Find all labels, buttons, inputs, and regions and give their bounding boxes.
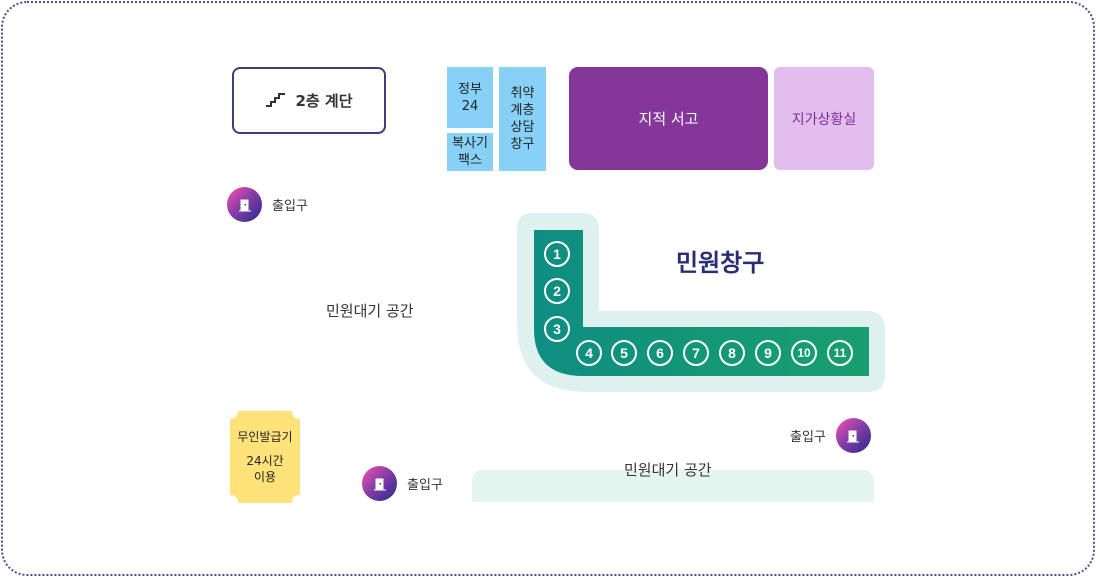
- counter-number: 4: [576, 340, 602, 366]
- counter-number: 9: [755, 340, 781, 366]
- copy-fax-area: 복사기 팩스: [447, 133, 493, 171]
- stairs-icon: [265, 91, 287, 111]
- door-icon: [835, 418, 871, 453]
- cadastral-archive: 지적 서고: [569, 67, 768, 170]
- kiosk-hours: 24시간: [246, 454, 284, 468]
- counter-number: 8: [719, 340, 745, 366]
- exit-right: 출입구: [790, 418, 871, 453]
- stairs-2f: 2층 계단: [232, 67, 386, 134]
- counter-number: 5: [611, 340, 637, 366]
- counter-number: 11: [827, 340, 853, 366]
- service-counter: [517, 213, 885, 392]
- waiting-area-main: 민원대기 공간: [326, 302, 414, 320]
- land-price-room: 지가상황실: [774, 67, 874, 170]
- kiosk-usage: 이용: [253, 470, 277, 484]
- waiting-area-bottom: [472, 470, 874, 502]
- stairs-label: 2층 계단: [295, 92, 353, 110]
- exit-label: 출입구: [407, 478, 443, 493]
- vulnerable-consult-desk: 취약 계층 상담 창구: [499, 67, 546, 171]
- counter-number: 6: [647, 340, 673, 366]
- kiosk-shape: [230, 411, 300, 503]
- exit-top-left: 출입구: [227, 187, 308, 222]
- counter-desk: [534, 230, 869, 376]
- exit-label: 출입구: [790, 430, 826, 445]
- kiosk: 무인발급기 24시간 이용: [230, 411, 300, 503]
- counter-number: 1: [544, 241, 570, 267]
- counter-number: 3: [544, 316, 570, 342]
- service-counter-title: 민원창구: [676, 249, 765, 277]
- counter-number: 7: [683, 340, 709, 366]
- counter-number: 2: [544, 278, 570, 304]
- gov24-desk: 정부 24: [447, 67, 493, 128]
- waiting-area-bottom-label: 민원대기 공간: [624, 461, 712, 479]
- door-icon: [227, 187, 262, 222]
- door-icon: [362, 466, 397, 501]
- exit-label: 출입구: [272, 199, 308, 214]
- exit-bottom: 출입구: [362, 466, 443, 501]
- kiosk-title: 무인발급기: [237, 430, 293, 444]
- counter-number: 10: [791, 340, 817, 366]
